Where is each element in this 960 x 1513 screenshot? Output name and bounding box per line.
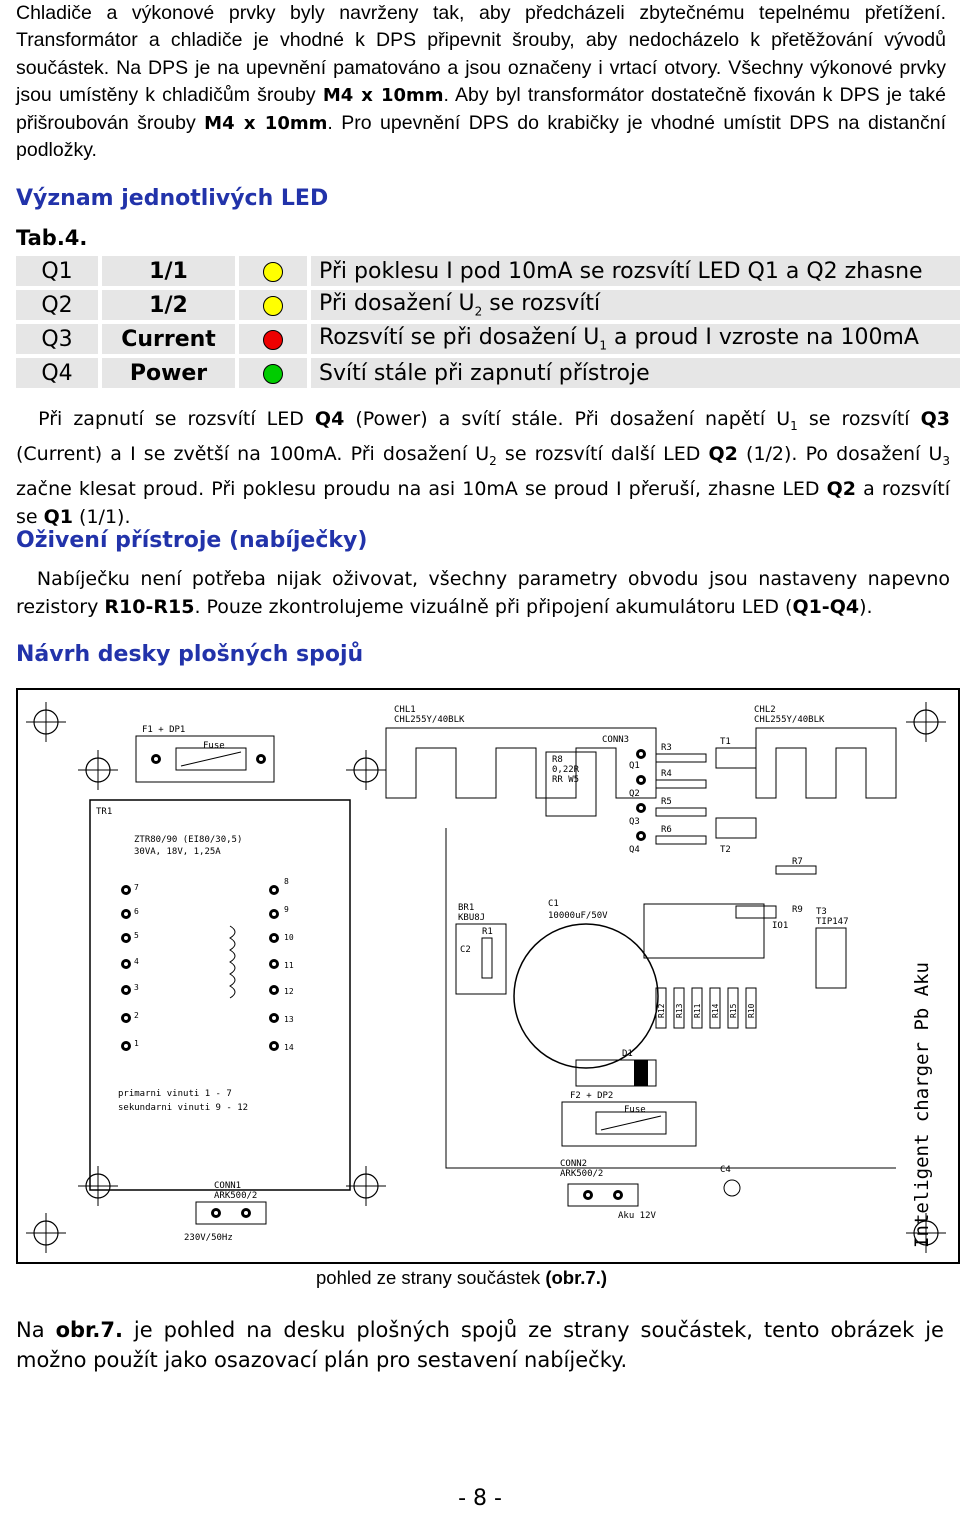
svg-text:R9: R9	[792, 905, 803, 915]
pcb-label: 30VA, 18V, 1,25A	[134, 847, 221, 857]
svg-text:2: 2	[134, 1011, 139, 1020]
svg-text:BR1: BR1	[458, 903, 474, 913]
pcb-label: CHL1	[394, 705, 416, 715]
led-name: 1/2	[98, 290, 235, 320]
svg-text:F2 + DP2: F2 + DP2	[570, 1091, 613, 1101]
pcb-label: 230V/50Hz	[184, 1233, 233, 1243]
svg-text:3: 3	[134, 983, 139, 992]
figure-caption: pohled ze strany součástek (obr.7.)	[316, 1267, 607, 1288]
svg-text:11: 11	[284, 961, 294, 970]
svg-text:R13: R13	[675, 1003, 684, 1018]
pcb-label: sekundarni vinuti 9 - 12	[118, 1103, 248, 1113]
svg-text:C4: C4	[720, 1165, 731, 1175]
pcb-label: CHL255Y/40BLK	[394, 715, 465, 725]
pcb-label: CHL2	[754, 705, 776, 715]
svg-text:T1: T1	[720, 737, 731, 747]
svg-text:9: 9	[284, 905, 289, 914]
yellow-led-icon	[263, 295, 283, 316]
pcb-label: primarni vinuti 1 - 7	[118, 1089, 232, 1099]
table-label: Tab.4.	[16, 226, 88, 250]
page-number: - 8 -	[458, 1486, 502, 1511]
svg-text:IO1: IO1	[772, 921, 788, 931]
led-name: Power	[98, 358, 235, 388]
svg-text:R3: R3	[661, 743, 672, 753]
heading-activation: Oživení přístroje (nabíječky)	[16, 528, 368, 553]
svg-text:10: 10	[284, 933, 294, 942]
led-description: Svítí stále při zapnutí přístroje	[307, 358, 960, 388]
led-name: Current	[98, 324, 235, 354]
svg-text:Fuse: Fuse	[624, 1105, 646, 1115]
svg-text:R10: R10	[747, 1003, 756, 1018]
led-description: Při poklesu I pod 10mA se rozsvítí LED Q…	[307, 256, 960, 286]
svg-text:Q2: Q2	[629, 789, 640, 799]
svg-text:R6: R6	[661, 825, 672, 835]
led-name: 1/1	[98, 256, 235, 286]
led-id: Q3	[16, 324, 98, 354]
led-id: Q1	[16, 256, 98, 286]
table-row: Q2 1/2 Při dosažení U2 se rozsvítí	[16, 290, 960, 320]
closing-paragraph: Na obr.7. je pohled na desku plošných sp…	[16, 1318, 944, 1372]
svg-text:Q4: Q4	[629, 845, 640, 855]
svg-text:D1: D1	[622, 1049, 633, 1059]
pcb-label: ARK500/2	[214, 1191, 257, 1201]
svg-text:R4: R4	[661, 769, 672, 779]
table-row: Q1 1/1 Při poklesu I pod 10mA se rozsvít…	[16, 256, 960, 286]
svg-text:Q3: Q3	[629, 817, 640, 827]
svg-text:T3: T3	[816, 907, 827, 917]
svg-text:R5: R5	[661, 797, 672, 807]
pcb-label: Fuse	[203, 741, 225, 751]
svg-text:R11: R11	[693, 1003, 702, 1018]
svg-text:KBU8J: KBU8J	[458, 913, 485, 923]
pcb-label: CONN3	[602, 735, 629, 745]
heading-pcb-design: Návrh desky plošných spojů	[16, 642, 364, 667]
green-led-icon	[263, 363, 283, 384]
svg-text:14: 14	[284, 1043, 294, 1052]
svg-text:C1: C1	[548, 899, 559, 909]
svg-text:Aku 12V: Aku 12V	[618, 1211, 657, 1221]
svg-text:1: 1	[134, 1039, 139, 1048]
svg-text:5: 5	[134, 931, 139, 940]
pcb-label: CHL255Y/40BLK	[754, 715, 825, 725]
svg-text:CONN2: CONN2	[560, 1159, 587, 1169]
svg-text:4: 4	[134, 957, 139, 966]
led-explanation-paragraph: Při zapnutí se rozsvítí LED Q4 (Power) a…	[16, 408, 951, 528]
led-id: Q4	[16, 358, 98, 388]
pcb-label: CONN1	[214, 1181, 241, 1191]
pcb-label: ZTR80/90 (EI80/30,5)	[134, 835, 242, 845]
svg-text:R12: R12	[657, 1003, 666, 1018]
led-description: Při dosažení U2 se rozsvítí	[307, 290, 960, 320]
svg-text:R7: R7	[792, 857, 803, 867]
pcb-layout-figure: F1 + DP1 Fuse TR1 ZTR80/90 (EI80/30,5) 3…	[16, 688, 960, 1264]
svg-text:8: 8	[284, 877, 289, 886]
table-row: Q3 Current Rozsvítí se při dosažení U1 a…	[16, 324, 960, 354]
svg-text:R15: R15	[729, 1003, 738, 1018]
svg-text:10000uF/50V: 10000uF/50V	[548, 911, 608, 921]
svg-text:6: 6	[134, 907, 139, 916]
svg-text:R14: R14	[711, 1003, 720, 1018]
yellow-led-icon	[263, 261, 283, 282]
svg-text:TIP147: TIP147	[816, 917, 849, 927]
table-row: Q4 Power Svítí stále při zapnutí přístro…	[16, 358, 960, 388]
heading-led-meaning: Význam jednotlivých LED	[16, 186, 329, 211]
svg-text:7: 7	[134, 883, 139, 892]
intro-paragraph: Chladiče a výkonové prvky byly navrženy …	[16, 2, 947, 162]
svg-text:0,22R: 0,22R	[552, 765, 580, 775]
svg-text:T2: T2	[720, 845, 731, 855]
svg-text:R8: R8	[552, 755, 563, 765]
svg-text:12: 12	[284, 987, 294, 996]
svg-text:C2: C2	[460, 945, 471, 955]
red-led-icon	[263, 329, 283, 350]
activation-paragraph: Nabíječku není potřeba nijak oživovat, v…	[16, 568, 950, 618]
pcb-label: TR1	[96, 807, 112, 817]
led-table: Q1 1/1 Při poklesu I pod 10mA se rozsvít…	[16, 252, 960, 392]
led-description: Rozsvítí se při dosažení U1 a proud I vz…	[307, 324, 960, 354]
svg-text:R1: R1	[482, 927, 493, 937]
svg-text:ARK500/2: ARK500/2	[560, 1169, 603, 1179]
pcb-label: F1 + DP1	[142, 725, 185, 735]
svg-text:RR W5: RR W5	[552, 775, 579, 785]
svg-text:Q1: Q1	[629, 761, 640, 771]
svg-text:13: 13	[284, 1015, 294, 1024]
led-id: Q2	[16, 290, 98, 320]
pcb-side-label: Inteligent charger Pb Aku	[911, 962, 933, 1248]
